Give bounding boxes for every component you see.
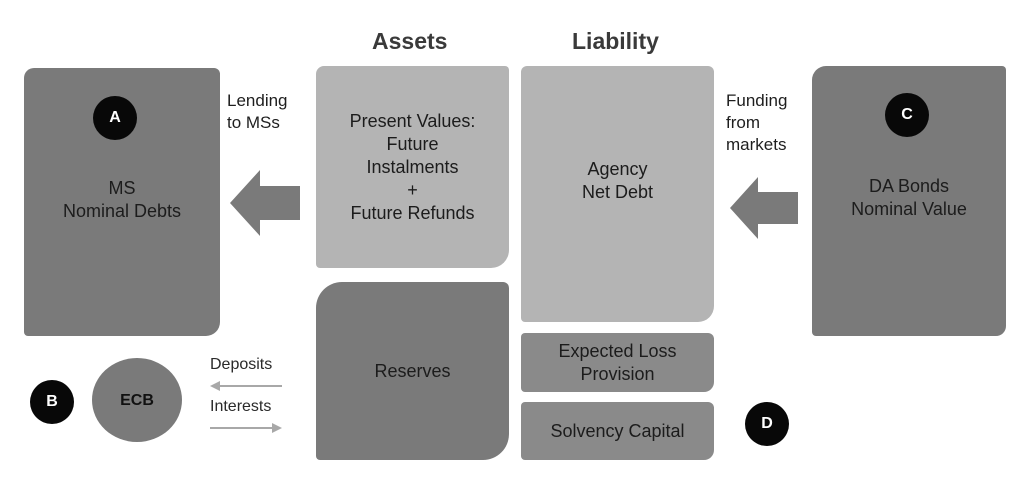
reserves-label: Reserves xyxy=(374,360,451,381)
interests-label: Interests xyxy=(210,398,272,415)
solvency-capital-box: Solvency Capital xyxy=(521,402,714,460)
lending-arrow xyxy=(230,170,300,236)
assets-heading: Assets xyxy=(372,28,448,54)
funding-label: Funding from markets xyxy=(726,91,788,154)
funding-arrow xyxy=(730,177,798,239)
marker-a: A xyxy=(93,96,137,140)
present-values-label: Present Values: Future Instalments + Fut… xyxy=(349,110,476,223)
agency-net-debt-box: Agency Net Debt xyxy=(521,66,714,322)
ms-nominal-debts-label: MS Nominal Debts xyxy=(62,178,182,221)
lending-label: Lending to MSs xyxy=(227,91,288,132)
liability-heading: Liability xyxy=(572,28,659,54)
marker-b: B xyxy=(30,380,74,424)
agency-net-debt-label: Agency Net Debt xyxy=(581,159,654,202)
ecb-circle: ECB xyxy=(92,358,182,442)
present-values-box: Present Values: Future Instalments + Fut… xyxy=(316,66,509,268)
marker-c: C xyxy=(885,93,929,137)
deposits-arrow xyxy=(210,381,282,391)
ecb-label: ECB xyxy=(120,391,154,409)
expected-loss-provision-box: Expected Loss Provision xyxy=(521,333,714,392)
expected-loss-provision-label: Expected Loss Provision xyxy=(558,340,677,384)
da-bonds-label: DA Bonds Nominal Value xyxy=(851,176,967,219)
reserves-box: Reserves xyxy=(316,282,509,460)
deposits-label: Deposits xyxy=(210,356,273,373)
marker-d: D xyxy=(745,402,789,446)
interests-arrow xyxy=(210,423,282,433)
solvency-capital-label: Solvency Capital xyxy=(550,420,685,441)
